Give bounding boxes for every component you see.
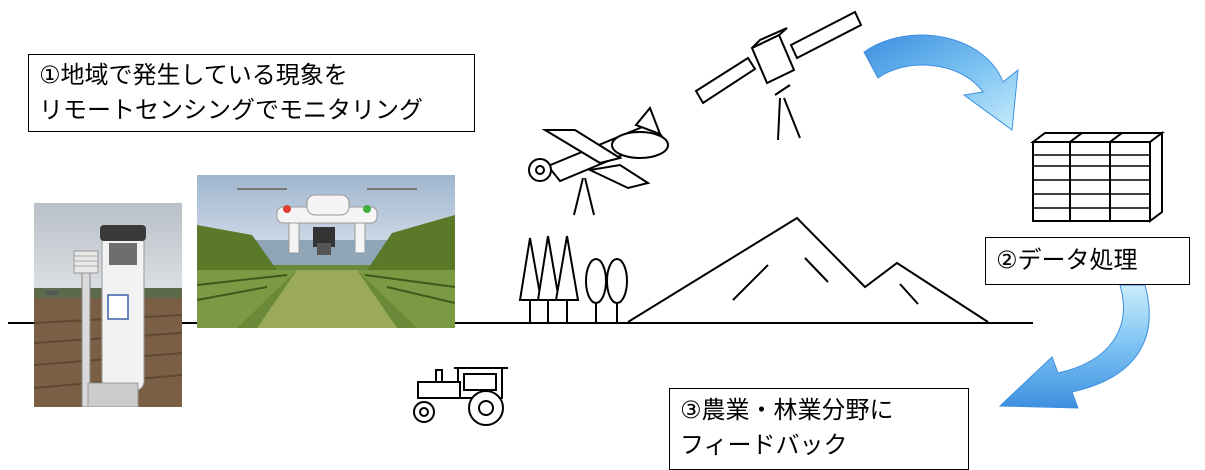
mountain-icon [627, 216, 989, 323]
tractor-icon [413, 367, 508, 426]
curved-arrow-icon [998, 284, 1150, 409]
feedback-label-box: ③農業・林業分野に フィードバック [669, 388, 969, 470]
satellite-icon [694, 10, 863, 141]
tree-icon [518, 235, 628, 322]
weather-sensor-photo [34, 203, 182, 407]
monitoring-label-box: ①地域で発生している現象を リモートセンシングでモニタリング [28, 54, 475, 132]
curved-arrow-icon [863, 34, 1019, 131]
server-rack-icon [1030, 131, 1165, 223]
drone-photo [197, 175, 455, 328]
airplane-icon [528, 106, 669, 216]
data-processing-label-box: ②データ処理 [985, 237, 1190, 285]
